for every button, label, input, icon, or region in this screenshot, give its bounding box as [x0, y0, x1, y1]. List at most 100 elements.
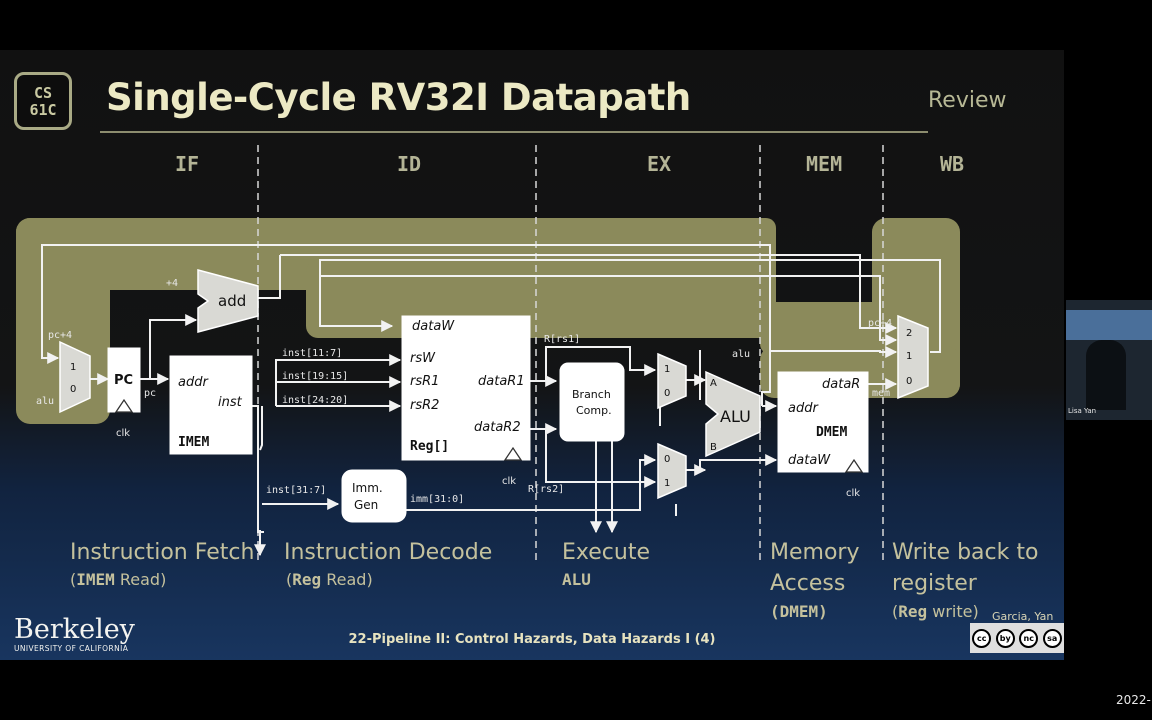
- pc-plus4-label: pc+4: [48, 330, 72, 341]
- decode-sub-rest: Read): [321, 570, 373, 589]
- stage-id: ID: [397, 152, 422, 176]
- pc-mux: [59, 340, 91, 414]
- stage-wb: WB: [940, 152, 965, 176]
- wb-mux-0: 0: [906, 376, 912, 387]
- review-label: Review: [928, 88, 1007, 113]
- caption-fetch-sub: (IMEM Read): [70, 570, 167, 589]
- dmem-datar-label: dataR: [822, 377, 860, 392]
- r-rs1-label: R[rs1]: [544, 334, 580, 345]
- author-credit: Garcia, Yan: [992, 610, 1054, 623]
- sa-icon: sa: [1042, 628, 1062, 648]
- berkeley-subtitle: UNIVERSITY OF CALIFORNIA: [14, 644, 129, 653]
- dmem-addr-label: addr: [788, 401, 819, 416]
- reg-rsr2-label: rsR2: [410, 398, 439, 413]
- pc-mux-1: 1: [70, 362, 76, 373]
- alu-a-mux: [657, 352, 687, 410]
- pc-adder: [197, 269, 259, 333]
- inst-31-7-label: inst[31:7]: [266, 485, 326, 496]
- slide-title: Single-Cycle RV32I Datapath: [106, 76, 691, 119]
- inst-19-15-label: inst[19:15]: [282, 371, 348, 382]
- alu-input-label: alu: [36, 396, 54, 407]
- cc-icon: cc: [972, 628, 992, 648]
- presenter-name: Lisa Yan: [1068, 407, 1097, 415]
- imm-gen-line1: Imm.: [352, 481, 383, 495]
- caption-wb-sub: (Reg write): [892, 602, 979, 621]
- plus4-label: +4: [166, 278, 178, 289]
- caption-wb-1: Write back to: [892, 540, 1039, 565]
- lecture-footer: 22-Pipeline II: Control Hazards, Data Ha…: [348, 632, 716, 647]
- branch-comp-line2: Comp.: [576, 404, 612, 417]
- r-rs2-label: R[rs2]: [528, 484, 564, 495]
- add-label: add: [218, 292, 246, 310]
- caption-execute: Execute: [562, 540, 650, 565]
- alu-b-label: B: [710, 442, 717, 453]
- caption-memory-sub: (DMEM): [770, 602, 828, 621]
- imm-label: imm[31:0]: [410, 494, 464, 505]
- wb-pc4-label: pc+4: [868, 318, 892, 329]
- slide: CS 61C Single-Cycle RV32I Datapath Revie…: [0, 50, 1064, 660]
- branch-comparator: [559, 362, 625, 442]
- branch-comp-line1: Branch: [572, 388, 611, 401]
- caption-wb-2: register: [892, 571, 977, 596]
- by-icon: by: [995, 628, 1015, 648]
- stage-ex: EX: [647, 152, 672, 176]
- stage-if: IF: [175, 152, 200, 176]
- wb-mux-1: 1: [906, 351, 912, 362]
- imem-name: IMEM: [178, 435, 209, 450]
- wb-mux-2: 2: [906, 328, 912, 339]
- reg-dataw-label: dataW: [412, 319, 455, 334]
- reg-rsr1-label: rsR1: [410, 374, 439, 389]
- pc-out-label: pc: [144, 388, 156, 399]
- nc-icon: nc: [1019, 628, 1039, 648]
- register-file: [401, 315, 531, 461]
- dmem-clk-label: clk: [846, 488, 860, 499]
- caption-fetch: Instruction Fetch: [70, 540, 255, 565]
- pc-mux-0: 0: [70, 384, 76, 395]
- alu-label: ALU: [720, 407, 751, 426]
- dmem-block: [777, 371, 869, 473]
- pc-clk-label: clk: [116, 428, 130, 439]
- imm-gen: [341, 469, 407, 523]
- dmem-name: DMEM: [816, 425, 847, 440]
- cs61c-logo: CS 61C: [14, 72, 72, 130]
- imem-addr-label: addr: [178, 375, 209, 390]
- title-divider: [100, 131, 928, 133]
- mux-b-1: 1: [664, 478, 670, 489]
- fetch-sub-mono: IMEM: [76, 570, 115, 589]
- berkeley-logo: Berkeley: [14, 614, 135, 645]
- mux-a-1: 1: [664, 364, 670, 375]
- cc-license-badge: cc by nc sa: [970, 623, 1064, 653]
- wb-mux: [897, 314, 929, 400]
- datapath-wires: [41, 244, 941, 557]
- logo-line2: 61C: [29, 101, 57, 119]
- inst-11-7-label: inst[11:7]: [282, 348, 342, 359]
- mux-b-0: 0: [664, 454, 670, 465]
- reg-rsw-label: rsW: [410, 351, 436, 366]
- wb-sub-mono: Reg: [898, 602, 928, 621]
- reg-name: Reg[]: [410, 439, 449, 454]
- inst-24-20-label: inst[24:20]: [282, 395, 348, 406]
- imem-inst-label: inst: [218, 395, 243, 410]
- caption-memory-1: Memory: [770, 540, 860, 565]
- alu-b-mux: [657, 442, 687, 500]
- imm-gen-line2: Gen: [354, 498, 378, 512]
- mux-a-0: 0: [664, 388, 670, 399]
- fetch-sub-rest: Read): [114, 570, 167, 589]
- reg-clk-label: clk: [502, 476, 516, 487]
- logo-line1: CS: [33, 84, 53, 102]
- caption-execute-sub: ALU: [562, 570, 591, 589]
- datapath-diagram: +4 add pc+4 alu 1 0 PC pc clk addr inst …: [16, 145, 960, 560]
- decode-sub-mono: Reg: [292, 570, 322, 589]
- reg-datar1-label: dataR1: [478, 374, 525, 389]
- presenter-video: [1066, 300, 1152, 420]
- alu-out-label: alu: [732, 349, 750, 360]
- date-stamp: 2022-: [1116, 693, 1151, 707]
- imem-block: [169, 355, 253, 455]
- dmem-dataw-label: dataW: [788, 453, 831, 468]
- caption-decode: Instruction Decode: [284, 540, 493, 565]
- wb-sub-rest: write): [927, 602, 979, 621]
- alu-a-label: A: [710, 378, 717, 389]
- caption-memory-2: Access: [770, 571, 846, 596]
- pc-label: PC: [114, 373, 133, 388]
- alu: [705, 370, 761, 458]
